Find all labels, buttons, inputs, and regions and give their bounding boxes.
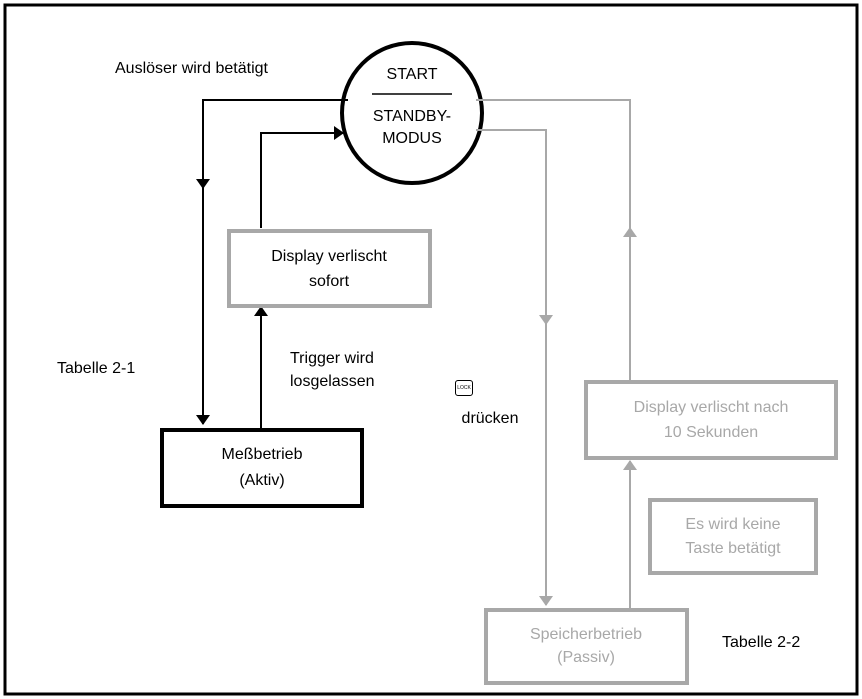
box-measure-mode-line1: Meßbetrieb (221, 446, 303, 463)
box-no-key-line1: Es wird keine (685, 516, 781, 533)
box-no-key (648, 498, 818, 575)
box-display-off-now-line2: sofort (308, 273, 350, 290)
box-measure-mode-line2: (Aktiv) (239, 472, 285, 489)
box-display-off-now-line1: Display verlischt (271, 248, 387, 265)
box-memory-mode-line1: Speicherbetrieb (529, 626, 643, 643)
lock-key-icon: LOCK (455, 380, 473, 396)
start-circle (340, 41, 484, 185)
standby-line1: STANDBY- (372, 108, 452, 125)
standby-line2: MODUS (382, 130, 442, 147)
arrow-trigger-pressed (196, 99, 348, 189)
box-display-off-10s-line2: 10 Sekunden (663, 424, 759, 441)
box-measure-mode (160, 428, 364, 508)
box-display-off-10s-line1: Display verlischt nach (633, 399, 789, 416)
label-trigger-released-1: Trigger wird (290, 350, 374, 367)
box-display-off-10s (584, 380, 838, 460)
start-title: START (386, 66, 438, 83)
outer-border (3, 3, 859, 696)
label-table-2-1: Tabelle 2-1 (57, 360, 136, 377)
box-display-off-now (227, 229, 432, 308)
arrow-back-to-standby (260, 126, 344, 228)
arrow-to-memory-upper (476, 129, 553, 325)
box-memory-mode-line2: (Passiv) (557, 649, 615, 666)
label-table-2-2: Tabelle 2-2 (722, 634, 801, 651)
line-back-to-standby-grey (476, 99, 631, 230)
label-trigger-released-2: losgelassen (290, 373, 375, 390)
box-no-key-line2: Taste betätigt (685, 540, 781, 557)
label-trigger-pressed: Auslöser wird betätigt (115, 60, 268, 77)
label-press: drücken (461, 410, 519, 427)
box-memory-mode (484, 608, 689, 685)
